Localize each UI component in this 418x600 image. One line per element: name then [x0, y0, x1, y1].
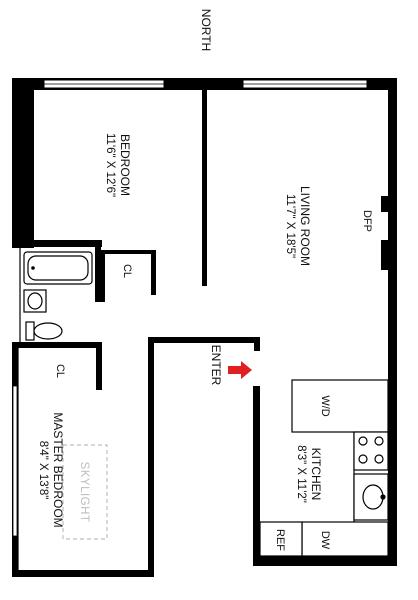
living-room-dims: 11'7" X 18'5" [284, 194, 296, 258]
kitchen-sink-basin [362, 484, 384, 510]
burner-3 [358, 454, 368, 464]
master-bedroom-dims: 8'4" X 13'8" [37, 441, 49, 500]
faucet [380, 494, 386, 500]
kitchen-left-wall [253, 386, 260, 562]
entry-top-wall [148, 337, 260, 343]
burner-2 [374, 436, 384, 446]
bedroom-living-wall [202, 90, 207, 286]
dishwasher-box [301, 521, 389, 557]
closet-2-label: CL [54, 364, 66, 378]
master-window [12, 385, 18, 537]
bathtub-inner [27, 255, 89, 281]
skylight-label: SKYLIGHT [78, 462, 90, 523]
bathtub-drain [31, 266, 35, 270]
dishwasher-label: DW [319, 531, 331, 550]
windows [12, 79, 368, 537]
closet-1-right [151, 250, 156, 295]
bath-bottom-wall [12, 342, 100, 348]
toilet-bowl [33, 322, 63, 340]
dfp-bump-upper [381, 196, 389, 212]
burner-4 [374, 454, 384, 464]
kitchen-dims: 8'3" X 11'2" [295, 445, 307, 503]
skylight-outline [62, 444, 108, 540]
living-room-name: LIVING ROOM [298, 186, 312, 266]
washer-dryer-label: W/D [319, 395, 331, 416]
bottom-wall [12, 570, 154, 577]
thin-walls [17, 247, 21, 572]
right-wall [388, 78, 397, 566]
corner-upper-left [12, 78, 34, 146]
dfp-label: DFP [361, 210, 373, 232]
refrigerator-box [259, 521, 303, 557]
closet-2-right [96, 342, 102, 390]
sink-basin [27, 292, 43, 310]
refrigerator-label: REF [274, 529, 286, 551]
closet-1-label: CL [121, 264, 133, 278]
master-right-wall [148, 342, 154, 577]
bedroom-dims: 11'6" X 12'6" [104, 133, 116, 197]
bathroom-fixtures [23, 251, 93, 341]
kitchen-name: KITCHEN [309, 448, 323, 501]
stove-icon [353, 431, 389, 471]
kitchen-fixtures [259, 379, 389, 557]
master-bedroom-name: MASTER BEDROOM [51, 412, 65, 527]
kitchen-bottom-wall [253, 556, 397, 566]
bath-right-wall [95, 240, 101, 302]
north-label: NORTH [199, 9, 213, 51]
enter-label: ENTER [209, 345, 223, 386]
walls [12, 78, 397, 577]
bedroom-name: BEDROOM [118, 134, 132, 196]
closet-1-left [101, 250, 105, 302]
burner-1 [358, 436, 368, 446]
labels: NORTH BEDROOM 11'6" X 12'6" LIVING ROOM … [37, 9, 373, 552]
closet-1-top [101, 250, 151, 254]
dfp-bump-lower [381, 240, 389, 270]
entry-right-stub [254, 337, 260, 351]
entry-arrow-icon [228, 361, 252, 379]
washer-dryer-box [291, 379, 389, 433]
toilet-icon [25, 321, 35, 341]
bedroom-bottom-wall [12, 240, 102, 247]
